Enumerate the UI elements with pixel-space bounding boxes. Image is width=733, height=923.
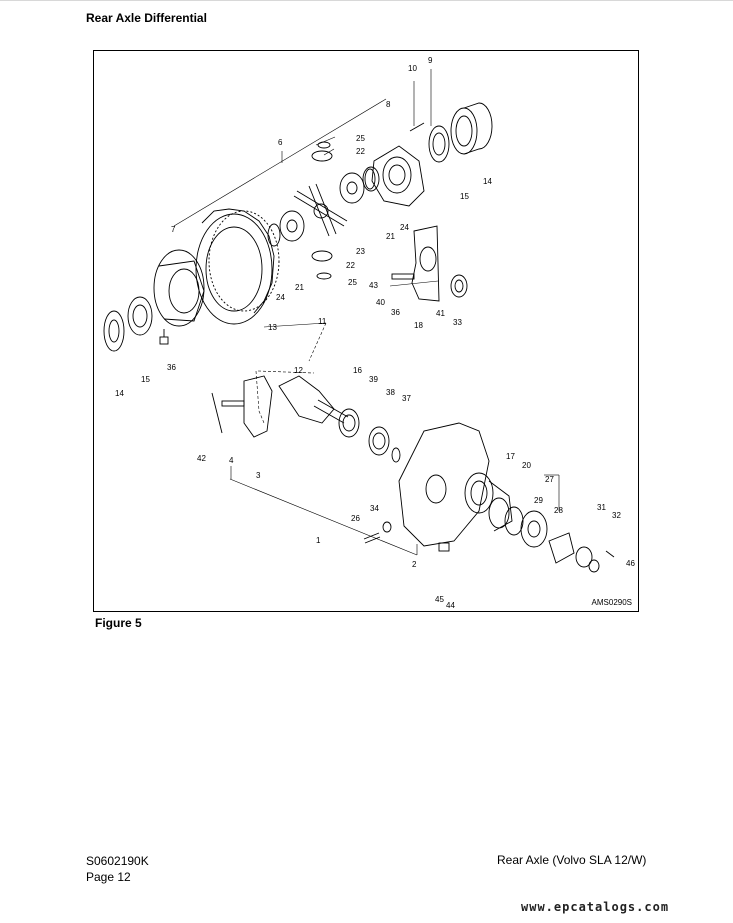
carrier-housing xyxy=(398,422,513,547)
figure-frame: 10 9 8 6 25 22 14 15 24 21 7 23 22 25 24… xyxy=(93,50,639,612)
callout-11: 11 xyxy=(318,317,327,326)
bearing-left xyxy=(103,296,153,352)
diff-case-flange xyxy=(153,249,205,327)
callout-24-top: 24 xyxy=(400,223,409,232)
callout-18: 18 xyxy=(414,321,423,330)
page-top-rule xyxy=(0,0,733,1)
ring-gear xyxy=(195,208,280,325)
callout-24-bottom: 24 xyxy=(276,293,285,302)
callout-40: 40 xyxy=(376,298,385,307)
callout-43: 43 xyxy=(369,281,378,290)
callout-39: 39 xyxy=(369,375,378,384)
bolts-lower xyxy=(363,521,450,552)
callout-45: 45 xyxy=(435,595,444,604)
callout-41: 41 xyxy=(436,309,445,318)
callout-22-bottom: 22 xyxy=(346,261,355,270)
callout-36-left: 36 xyxy=(167,363,176,372)
bearing-cap-lower xyxy=(211,375,273,438)
callout-32: 32 xyxy=(612,511,621,520)
watermark: www.epcatalogs.com xyxy=(521,900,670,914)
callout-25-bottom: 25 xyxy=(348,278,357,287)
callout-16: 16 xyxy=(353,366,362,375)
callout-33: 33 xyxy=(453,318,462,327)
callout-20: 20 xyxy=(522,461,531,470)
callout-15-left: 15 xyxy=(141,375,150,384)
leader-lines xyxy=(173,69,560,556)
callout-17: 17 xyxy=(506,452,515,461)
callout-21-bottom: 21 xyxy=(295,283,304,292)
callout-42: 42 xyxy=(197,454,206,463)
callout-14-left: 14 xyxy=(115,389,124,398)
callout-37: 37 xyxy=(402,394,411,403)
callout-21-top: 21 xyxy=(386,232,395,241)
page-title: Rear Axle Differential xyxy=(86,11,207,25)
callout-44: 44 xyxy=(446,601,455,610)
bolt-left xyxy=(159,329,169,345)
callout-labels: 10 9 8 6 25 22 14 15 24 21 7 23 22 25 24… xyxy=(115,56,635,610)
diff-case-half xyxy=(362,145,425,207)
footer-title: Rear Axle (Volvo SLA 12/W) xyxy=(497,853,647,867)
callout-27: 27 xyxy=(545,475,554,484)
bearing-cap-right xyxy=(391,225,468,302)
callout-46: 46 xyxy=(626,559,635,568)
callout-15-top: 15 xyxy=(460,192,469,201)
page-number: Page 12 xyxy=(86,870,131,884)
callout-25-top: 25 xyxy=(356,134,365,143)
spider-cross xyxy=(293,183,348,237)
figure-caption: Figure 5 xyxy=(95,616,142,630)
callout-7: 7 xyxy=(171,225,176,234)
exploded-parts-diagram: 10 9 8 6 25 22 14 15 24 21 7 23 22 25 24… xyxy=(103,56,635,610)
callout-23: 23 xyxy=(356,247,365,256)
pinion-assembly xyxy=(278,375,401,463)
callout-31: 31 xyxy=(597,503,606,512)
callout-36-right: 36 xyxy=(391,308,400,317)
side-gears xyxy=(267,141,376,280)
callout-4: 4 xyxy=(229,456,234,465)
callout-1: 1 xyxy=(316,536,321,545)
callout-26: 26 xyxy=(351,514,360,523)
callout-3: 3 xyxy=(256,471,261,480)
callout-28: 28 xyxy=(554,506,563,515)
callout-2: 2 xyxy=(412,560,417,569)
callout-34: 34 xyxy=(370,504,379,513)
doc-number: S0602190K xyxy=(86,854,149,868)
callout-8: 8 xyxy=(386,100,391,109)
bearing-top-right xyxy=(409,102,493,163)
callout-13: 13 xyxy=(268,323,277,332)
footer-left: S0602190K Page 12 xyxy=(86,853,149,885)
pinion-flange xyxy=(488,497,615,573)
callout-6: 6 xyxy=(278,138,283,147)
figure-code: AMS0290S xyxy=(591,598,632,607)
callout-9: 9 xyxy=(428,56,433,65)
callout-22-top: 22 xyxy=(356,147,365,156)
callout-38: 38 xyxy=(386,388,395,397)
callout-12: 12 xyxy=(294,366,303,375)
callout-10: 10 xyxy=(408,64,417,73)
callout-14-top: 14 xyxy=(483,177,492,186)
callout-29: 29 xyxy=(534,496,543,505)
